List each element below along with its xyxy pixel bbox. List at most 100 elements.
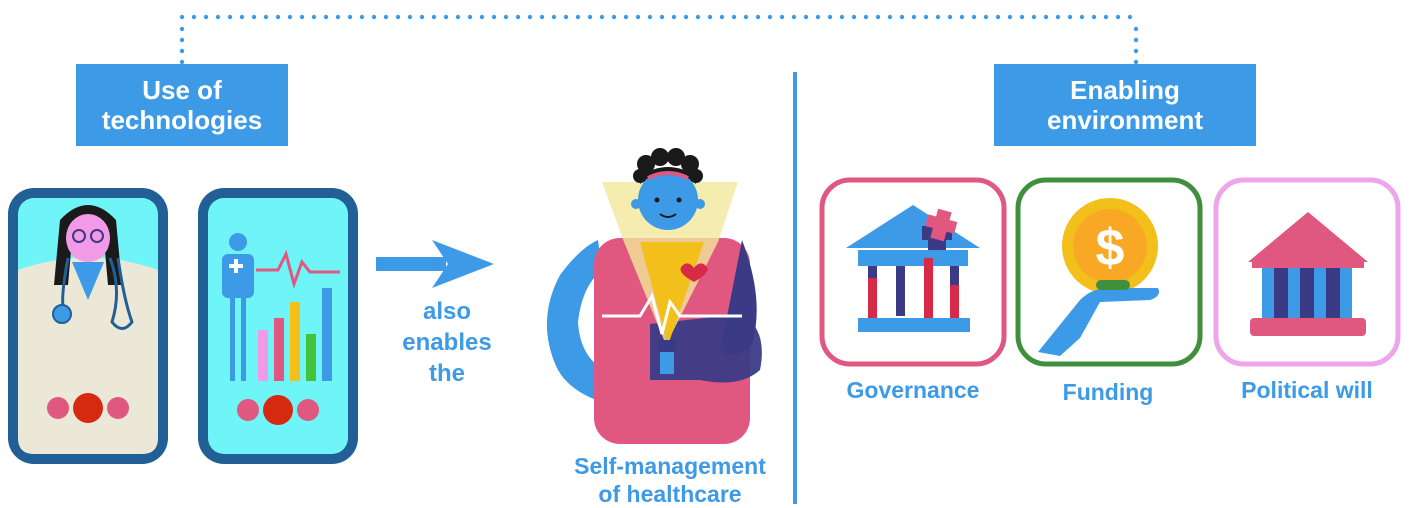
connector-dot (647, 14, 653, 20)
connector-dot (767, 14, 773, 20)
connector-dot (671, 14, 677, 20)
connector-dot (1133, 37, 1139, 43)
connector-dot (539, 14, 545, 20)
governance-label: Governance (846, 377, 980, 403)
connector-dot (515, 14, 521, 20)
use-of-technologies-box: Use of technologies (76, 64, 288, 146)
connector-dot (215, 14, 221, 20)
connector-dot (527, 14, 533, 20)
connector-dot (1115, 14, 1121, 20)
connector-dot (1133, 26, 1139, 32)
connector-dot (203, 14, 209, 20)
connector-dot (179, 14, 185, 20)
phone-doctor-illustration (8, 188, 168, 464)
enabling-environment-box: Enabling environment (994, 64, 1256, 146)
connector-dot (911, 14, 917, 20)
connector-dot (587, 14, 593, 20)
connector-dot (335, 14, 341, 20)
connector-dot (227, 14, 233, 20)
connector-dot (755, 14, 761, 20)
connector-dot (431, 14, 437, 20)
connector-dot (611, 14, 617, 20)
connector-dot (1055, 14, 1061, 20)
connector-dot (839, 14, 845, 20)
use-of-technologies-line2: technologies (101, 105, 263, 135)
connector-dot (731, 14, 737, 20)
connector-dot (1043, 14, 1049, 20)
connector-dot (719, 14, 725, 20)
connector-dot (863, 14, 869, 20)
connector-dot (287, 14, 293, 20)
connector-dot (263, 14, 269, 20)
connector-dot (179, 59, 185, 65)
funding-label: Funding (1062, 379, 1154, 405)
connector-dot (743, 14, 749, 20)
connector-dot (707, 14, 713, 20)
political-will-icon (1213, 177, 1401, 367)
connector-dot (1031, 14, 1037, 20)
connector-dot (467, 14, 473, 20)
connector-dot (1127, 14, 1133, 20)
connector-dot (983, 14, 989, 20)
connector-dot (1091, 14, 1097, 20)
connector-dot (179, 37, 185, 43)
enables-arrow (376, 240, 494, 288)
svg-text:$: $ (1096, 219, 1125, 277)
connector-dot (1007, 14, 1013, 20)
arrow-caption-line3: the (429, 360, 465, 387)
connector-dot (1133, 59, 1139, 65)
enabling-environment-line1: Enabling (1070, 75, 1180, 105)
connector-dot (311, 14, 317, 20)
arrow-caption-line2: enables (402, 329, 492, 356)
connector-dot (491, 14, 497, 20)
connector-dot (635, 14, 641, 20)
connector-dot (383, 14, 389, 20)
connector-dot (995, 14, 1001, 20)
funding-icon: $ (1015, 177, 1203, 367)
connector-dot (947, 14, 953, 20)
connector-dot (395, 14, 401, 20)
connector-dot (275, 14, 281, 20)
connector-dot (791, 14, 797, 20)
connector-dot (899, 14, 905, 20)
connector-dot (563, 14, 569, 20)
enabling-environment-line2: environment (1046, 105, 1204, 135)
connector-dot (659, 14, 665, 20)
connector-dot (347, 14, 353, 20)
connector-dot (479, 14, 485, 20)
person-self-management-illustration (546, 148, 762, 444)
connector-dot (179, 48, 185, 54)
connector-dot (599, 14, 605, 20)
connector-dot (923, 14, 929, 20)
connector-dot (419, 14, 425, 20)
connector-dot (623, 14, 629, 20)
connector-dot (251, 14, 257, 20)
connector-dot (455, 14, 461, 20)
connector-dot (191, 14, 197, 20)
self-management-line2: of healthcare (598, 481, 742, 507)
connector-dot (575, 14, 581, 20)
connector-dot (971, 14, 977, 20)
connector-dot (779, 14, 785, 20)
connector-dot (887, 14, 893, 20)
connector-dot (323, 14, 329, 20)
connector-dot (443, 14, 449, 20)
arrow-caption-line1: also (422, 298, 472, 325)
connector-dot (851, 14, 857, 20)
arrow-caption: also enables the (392, 296, 502, 389)
governance-icon (819, 177, 1007, 367)
connector-dot (695, 14, 701, 20)
dotted-connector (179, 14, 1139, 65)
connector-dot (551, 14, 557, 20)
connector-dot (407, 14, 413, 20)
connector-dot (959, 14, 965, 20)
political-will-label: Political will (1241, 377, 1373, 403)
connector-dot (1019, 14, 1025, 20)
connector-dot (239, 14, 245, 20)
connector-dot (359, 14, 365, 20)
connector-dot (299, 14, 305, 20)
connector-dot (1103, 14, 1109, 20)
connector-dot (803, 14, 809, 20)
connector-dot (503, 14, 509, 20)
